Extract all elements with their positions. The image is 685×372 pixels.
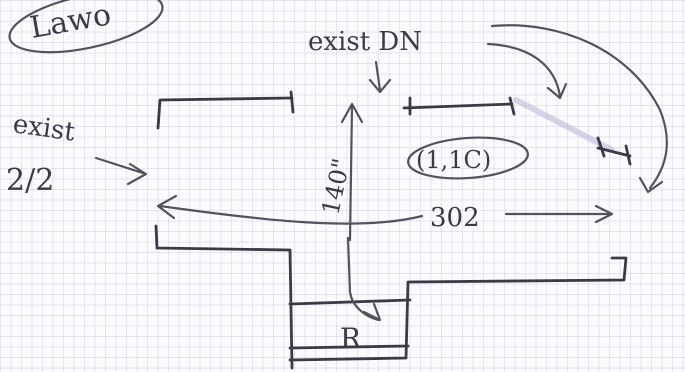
exist-size-label: 2/2 — [6, 163, 54, 198]
lower-right-wall — [288, 256, 628, 362]
exist-left-label: exist — [11, 109, 77, 147]
top-left-wall — [156, 96, 294, 130]
dimension-302-left-arrow — [156, 194, 424, 225]
top-right-wall-tick-right — [508, 96, 516, 116]
exist-right-arrow — [94, 156, 148, 186]
top-right-wall — [402, 102, 514, 110]
circled-label-ring — [407, 136, 529, 180]
lower-left-wall — [154, 224, 294, 370]
room-entry-arrow — [346, 236, 382, 322]
small-door-symbol — [596, 136, 632, 166]
room-top-wall — [288, 298, 412, 306]
dimension-302-right-arrow — [504, 204, 614, 224]
top-left-wall-tick — [289, 90, 295, 114]
exist-dn-label: exist DN — [308, 27, 422, 57]
corner-word-text: Lawo — [27, 0, 113, 46]
curved-arrow-to-symbol — [486, 42, 568, 100]
big-curved-arrow — [490, 24, 668, 194]
faint-highlight — [513, 97, 615, 153]
circled-label-text: (1,1C) — [416, 146, 491, 174]
room-bottom-line — [288, 344, 410, 350]
dimension-302-label: 302 — [430, 203, 480, 233]
exist-dn-down-arrow — [368, 60, 392, 94]
corner-word-circle — [8, 0, 164, 54]
room-letter: R — [340, 322, 362, 355]
vertical-dimension-arrow — [340, 102, 364, 242]
